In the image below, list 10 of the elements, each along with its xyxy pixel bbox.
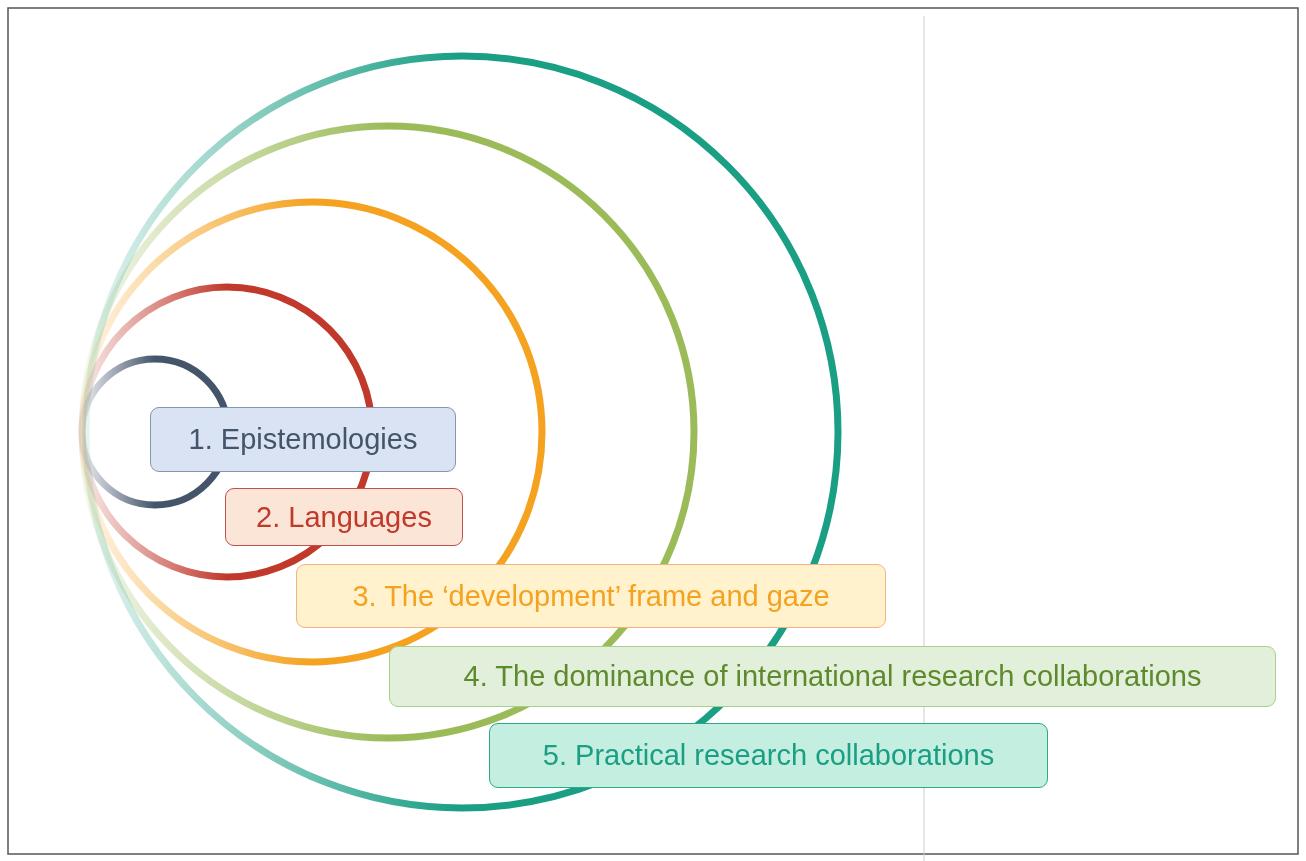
label-text: 1. Epistemologies: [188, 423, 418, 456]
label-text: 3. The ‘development’ frame and gaze: [352, 579, 830, 613]
label-box: [296, 564, 886, 628]
label-text: 4. The dominance of international research collaborations: [463, 660, 1202, 693]
label-text: 5. Practical research collaborations: [542, 739, 995, 772]
label-box: [389, 646, 1276, 707]
label-text: 2. Languages: [256, 500, 432, 534]
label-box: [150, 407, 456, 472]
label-box: [225, 488, 463, 546]
label-box: [489, 723, 1048, 788]
